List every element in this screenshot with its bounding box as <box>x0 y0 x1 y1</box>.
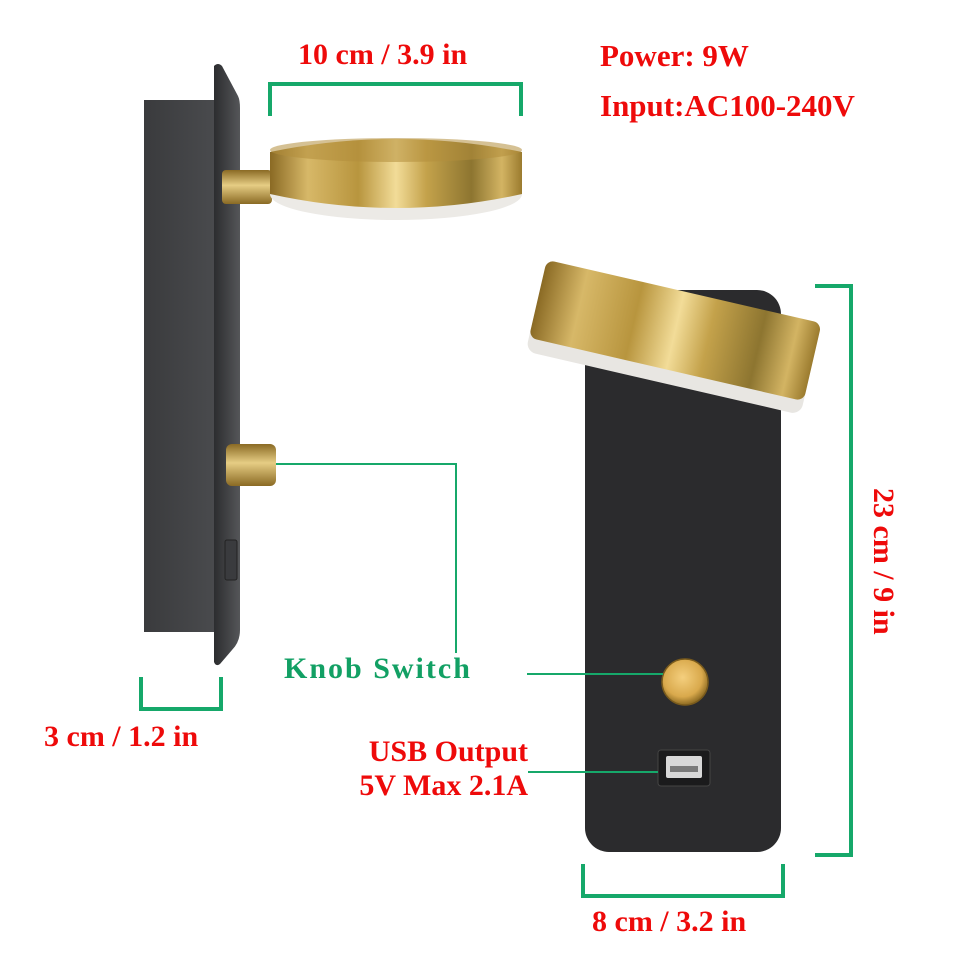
side-switch <box>224 539 238 581</box>
side-front-plate <box>214 64 240 666</box>
dimension-tick <box>219 677 223 711</box>
dimension-tick <box>815 853 852 857</box>
dimension-line-head-width <box>268 82 523 86</box>
dimension-tick <box>519 82 523 116</box>
dimension-line-height <box>849 284 853 857</box>
lamp-head-side <box>270 138 522 220</box>
usb-callout-line <box>528 771 658 773</box>
front-knob <box>661 658 709 706</box>
plate-width-label: 8 cm / 3.2 in <box>592 905 747 938</box>
knob-callout-line <box>276 463 457 465</box>
dimension-tick <box>581 864 585 898</box>
dimension-tick <box>268 82 272 116</box>
dimension-tick <box>781 864 785 898</box>
side-view <box>144 64 522 666</box>
height-label: 23 cm / 9 in <box>867 488 900 635</box>
power-spec: Power: 9W <box>600 38 749 73</box>
knob-callout-line <box>455 463 457 653</box>
side-back-box <box>144 100 218 632</box>
knob-switch-label: Knob Switch <box>284 652 472 685</box>
front-plate <box>585 290 781 852</box>
input-spec: Input:AC100-240V <box>600 88 855 123</box>
usb-label-line1: USB Output <box>368 735 528 768</box>
depth-label: 3 cm / 1.2 in <box>44 720 199 753</box>
knob-callout-line <box>527 673 663 675</box>
front-view <box>527 261 821 852</box>
usb-label: USB Output 5V Max 2.1A <box>338 735 528 803</box>
dimension-line-plate-width <box>581 894 785 898</box>
lamp-arm <box>222 170 272 204</box>
dimension-line-depth <box>139 707 223 711</box>
dimension-tick <box>815 284 852 288</box>
lamp-head-front <box>527 261 821 413</box>
side-knob <box>226 444 276 486</box>
dimension-tick <box>139 677 143 711</box>
usb-label-line2: 5V Max 2.1A <box>359 769 528 802</box>
head-width-label: 10 cm / 3.9 in <box>298 38 468 71</box>
